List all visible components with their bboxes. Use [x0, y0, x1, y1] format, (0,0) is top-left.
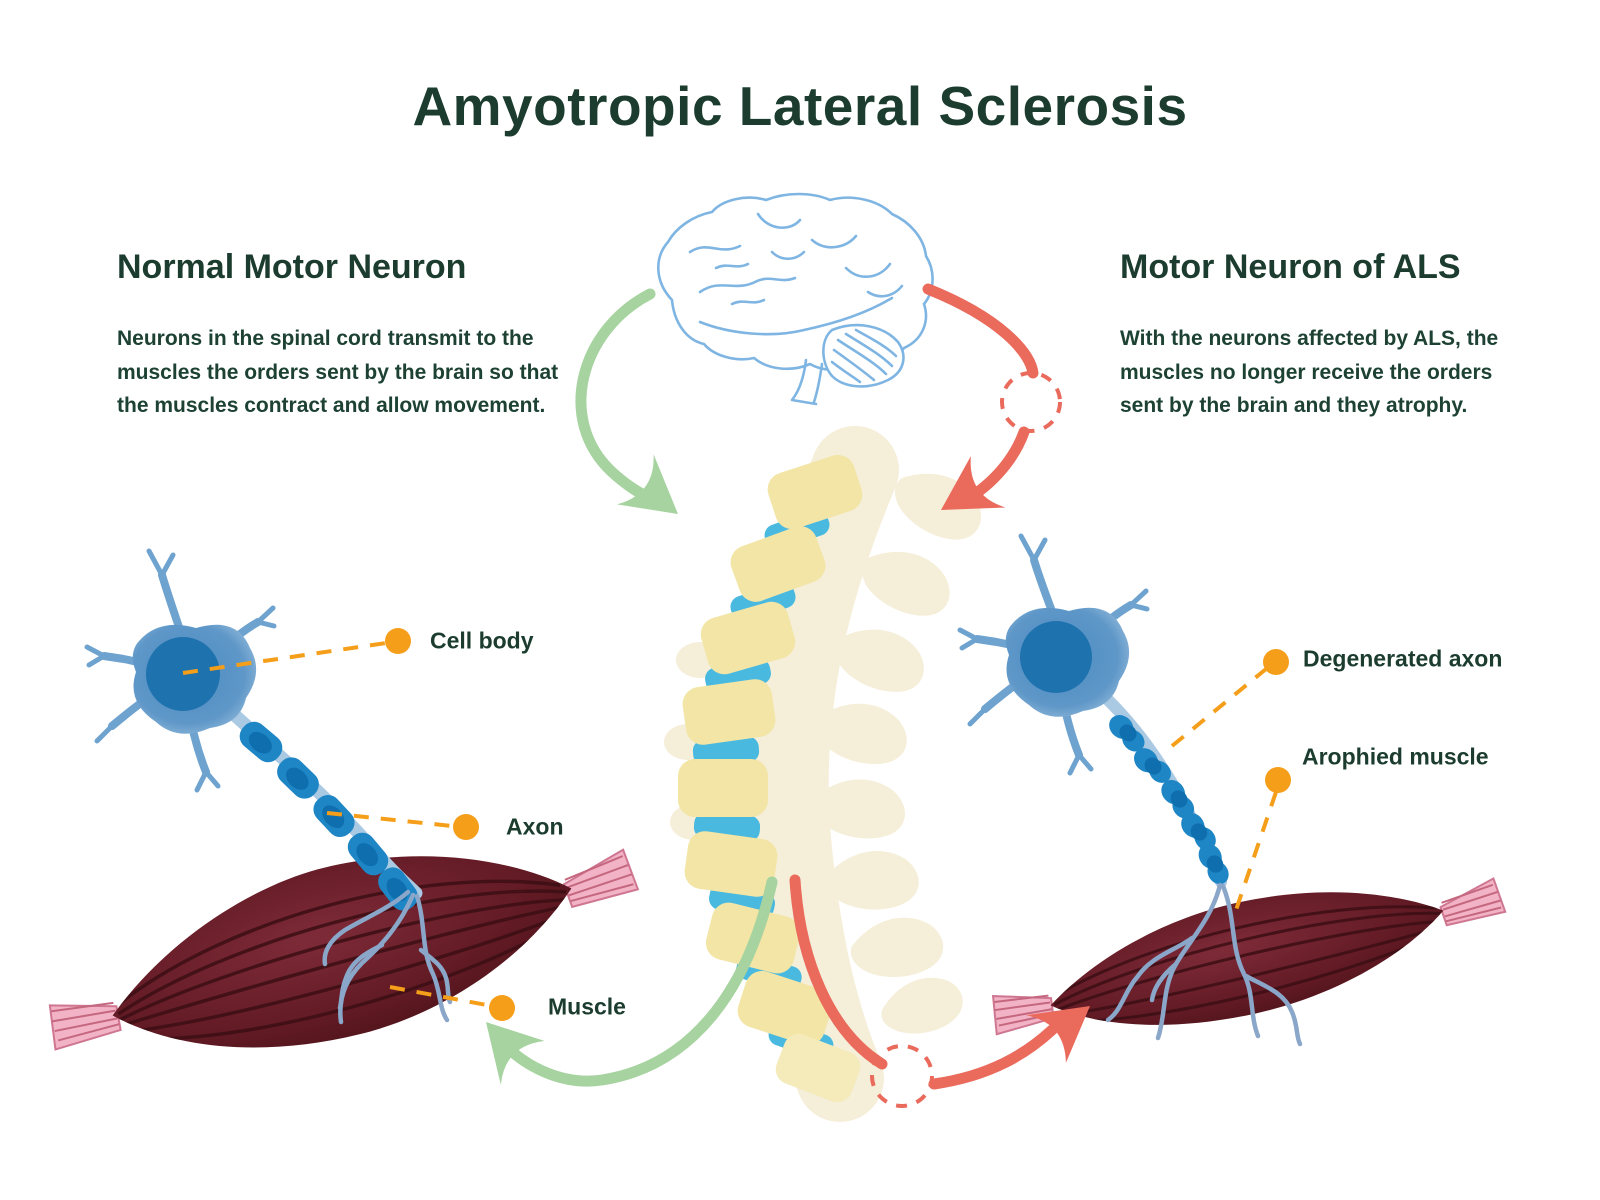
label-leaders: [182, 641, 1278, 1008]
axon-leader-line: [326, 811, 453, 828]
als-motor-neuron-description: With the neurons affected by ALS, the mu…: [1120, 327, 1499, 418]
muscle-label: Muscle: [548, 993, 626, 1020]
cell-nucleus: [1020, 621, 1092, 693]
spine-icon: [664, 426, 982, 1122]
normal-muscle-icon: [48, 848, 640, 1051]
axon-label: Axon: [506, 813, 564, 840]
degenerated-axon-label: Degenerated axon: [1303, 645, 1503, 672]
broken-signal-circle-lower: [870, 1044, 934, 1108]
normal-motor-neuron-description: Neurons in the spinal cord transmit to t…: [117, 327, 559, 418]
degenerated-axon-dot: [1263, 649, 1289, 675]
als-pathway-arrow: [922, 283, 1062, 510]
brain-icon: [657, 192, 934, 406]
myelin-sheath: [239, 721, 418, 911]
axon-dot: [453, 814, 479, 840]
muscle-dot: [489, 995, 515, 1021]
als-motor-neuron-heading: Motor Neuron of ALS: [1120, 248, 1461, 286]
normal-pathway-arrow: [575, 288, 678, 514]
axon-terminals: [1105, 882, 1303, 1047]
atrophied-muscle-dot: [1265, 767, 1291, 793]
broken-signal-circle-upper: [1000, 371, 1062, 433]
cell-body-label: Cell body: [430, 627, 534, 654]
label-dots: [385, 628, 1291, 1021]
atrophied-muscle-leader-line: [1232, 791, 1278, 917]
muscle-leader-line: [389, 985, 493, 1008]
normal-signal-arrow: [486, 876, 778, 1087]
cell-nucleus: [146, 637, 220, 711]
normal-motor-neuron-heading: Normal Motor Neuron: [117, 248, 467, 286]
page-title: Amyotropic Lateral Sclerosis: [412, 75, 1188, 137]
als-signal-arrow: [789, 874, 1090, 1108]
atrophied-muscle-label: Arophied muscle: [1302, 743, 1489, 770]
cell-body-dot: [385, 628, 411, 654]
degenerated-axon-leader-line: [1170, 667, 1268, 748]
als-neuron-icon: [957, 533, 1303, 1047]
normal-neuron-icon: [84, 548, 453, 1025]
atrophied-muscle-icon: [991, 877, 1507, 1036]
degenerated-myelin: [1109, 715, 1229, 885]
cell-body-leader-line: [182, 641, 387, 675]
